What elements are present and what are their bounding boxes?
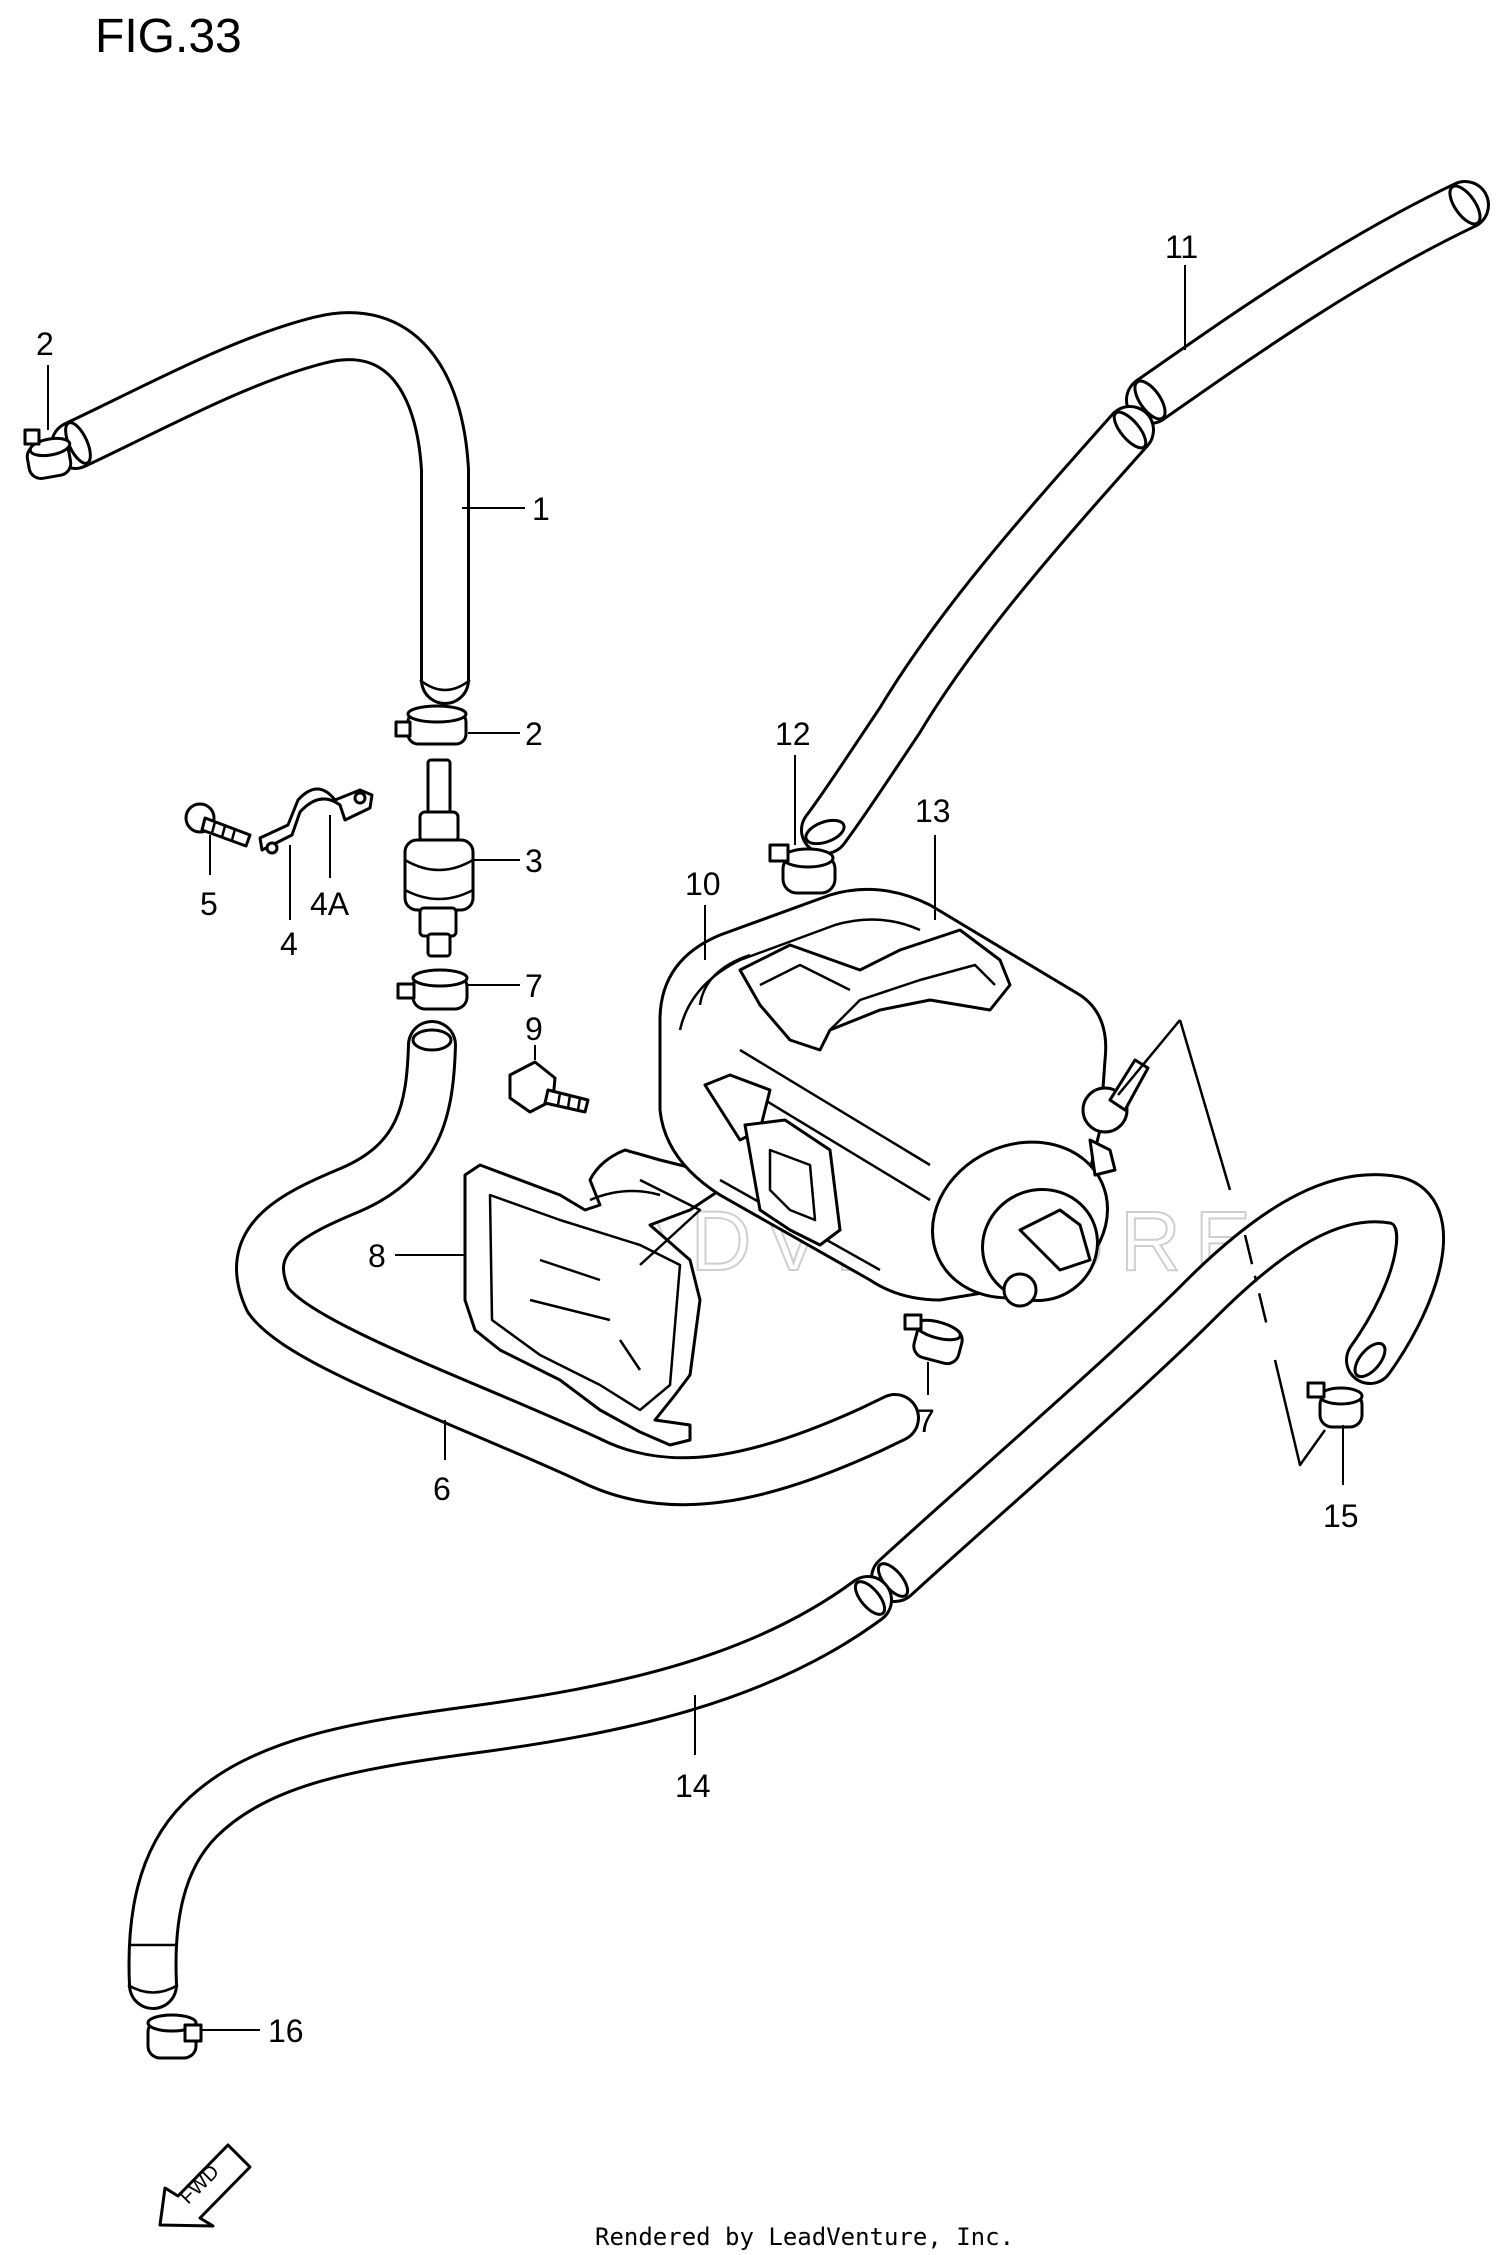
bolt-9 — [508, 1060, 590, 1114]
callout-4a: 4A — [310, 886, 350, 922]
fwd-arrow-icon: FWD — [158, 2143, 252, 2228]
strap-13 — [703, 928, 1012, 1247]
bolt-5 — [184, 802, 252, 848]
callout-7-upper: 7 — [525, 968, 543, 1004]
clamp-12 — [768, 843, 837, 895]
callout-labels: 2 1 2 3 5 4A 4 7 9 8 6 7 10 11 12 13 14 … — [36, 229, 1359, 2049]
clamp-2-middle — [394, 704, 468, 746]
callout-10: 10 — [685, 866, 721, 902]
clamp-16 — [146, 2013, 203, 2060]
callout-8: 8 — [368, 1238, 386, 1274]
callout-12: 12 — [775, 716, 811, 752]
clamp-7-lower — [903, 1313, 964, 1366]
leader-lines — [47, 265, 1344, 2031]
hose-12-section — [800, 405, 1155, 855]
bracket-4 — [258, 787, 374, 855]
callout-11: 11 — [1165, 229, 1198, 265]
hose-14 — [127, 1173, 1446, 2010]
callout-5: 5 — [200, 886, 218, 922]
callout-1: 1 — [532, 491, 550, 527]
callout-14: 14 — [675, 1768, 711, 1804]
clamp-2-upper-left — [23, 428, 73, 480]
callout-15: 15 — [1323, 1498, 1359, 1534]
callout-13: 13 — [915, 793, 951, 829]
callout-16: 16 — [268, 2013, 304, 2049]
callout-4: 4 — [280, 926, 298, 962]
callout-3: 3 — [525, 843, 543, 879]
callout-6: 6 — [433, 1471, 451, 1507]
callout-7-lower: 7 — [917, 1403, 935, 1439]
credit-text: Rendered by LeadVenture, Inc. — [595, 2223, 1014, 2251]
figure-title: FIG.33 — [95, 10, 242, 63]
callout-2-upper-left: 2 — [36, 326, 54, 362]
callout-2-middle: 2 — [525, 716, 543, 752]
reference-lines — [1117, 1019, 1327, 1467]
hose-1 — [50, 311, 471, 705]
hose-6 — [235, 1020, 920, 1507]
callout-9: 9 — [525, 1011, 543, 1047]
clamp-15 — [1306, 1381, 1364, 1429]
hose-11 — [1125, 180, 1490, 425]
clamp-7-upper — [396, 968, 469, 1011]
filter-3 — [403, 758, 475, 958]
